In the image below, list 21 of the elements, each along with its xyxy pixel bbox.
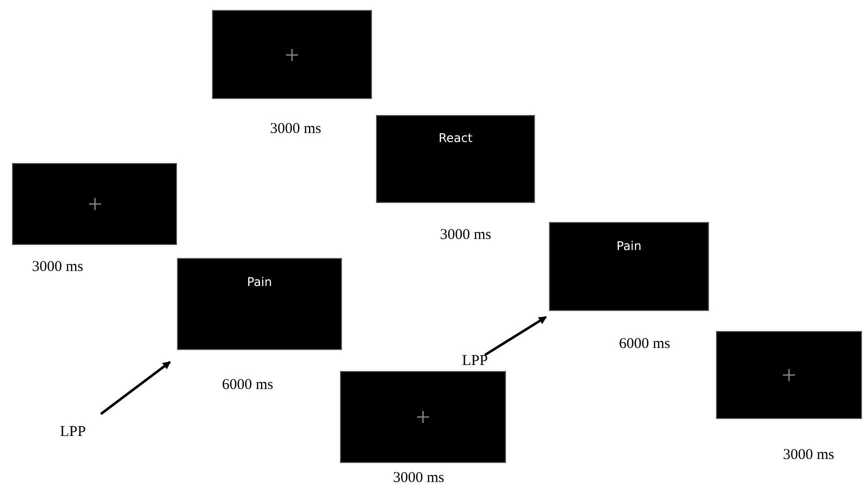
component-label: LPP [462, 353, 488, 370]
stimulus-screen [376, 115, 535, 203]
duration-label: 3000 ms [32, 259, 84, 276]
arrow [100, 361, 171, 415]
duration-label: 6000 ms [222, 377, 274, 394]
stimulus-screen [340, 371, 506, 463]
stimulus-screen [549, 222, 709, 311]
stimulus-screen [177, 258, 342, 350]
duration-label: 3000 ms [440, 227, 492, 244]
screen-text: Pain [247, 275, 272, 290]
screen-text: Pain [616, 238, 642, 253]
duration-label: 3000 ms [270, 121, 322, 138]
stimulus-screen [716, 331, 862, 419]
duration-label: 6000 ms [619, 336, 670, 353]
arrow [484, 316, 547, 356]
stimulus-screen [12, 163, 177, 245]
duration-label: 3000 ms [783, 447, 834, 464]
screen-text: React [438, 131, 472, 146]
component-label: LPP [60, 424, 86, 441]
stimulus-screen [212, 10, 372, 99]
duration-label: 3000 ms [393, 470, 444, 487]
